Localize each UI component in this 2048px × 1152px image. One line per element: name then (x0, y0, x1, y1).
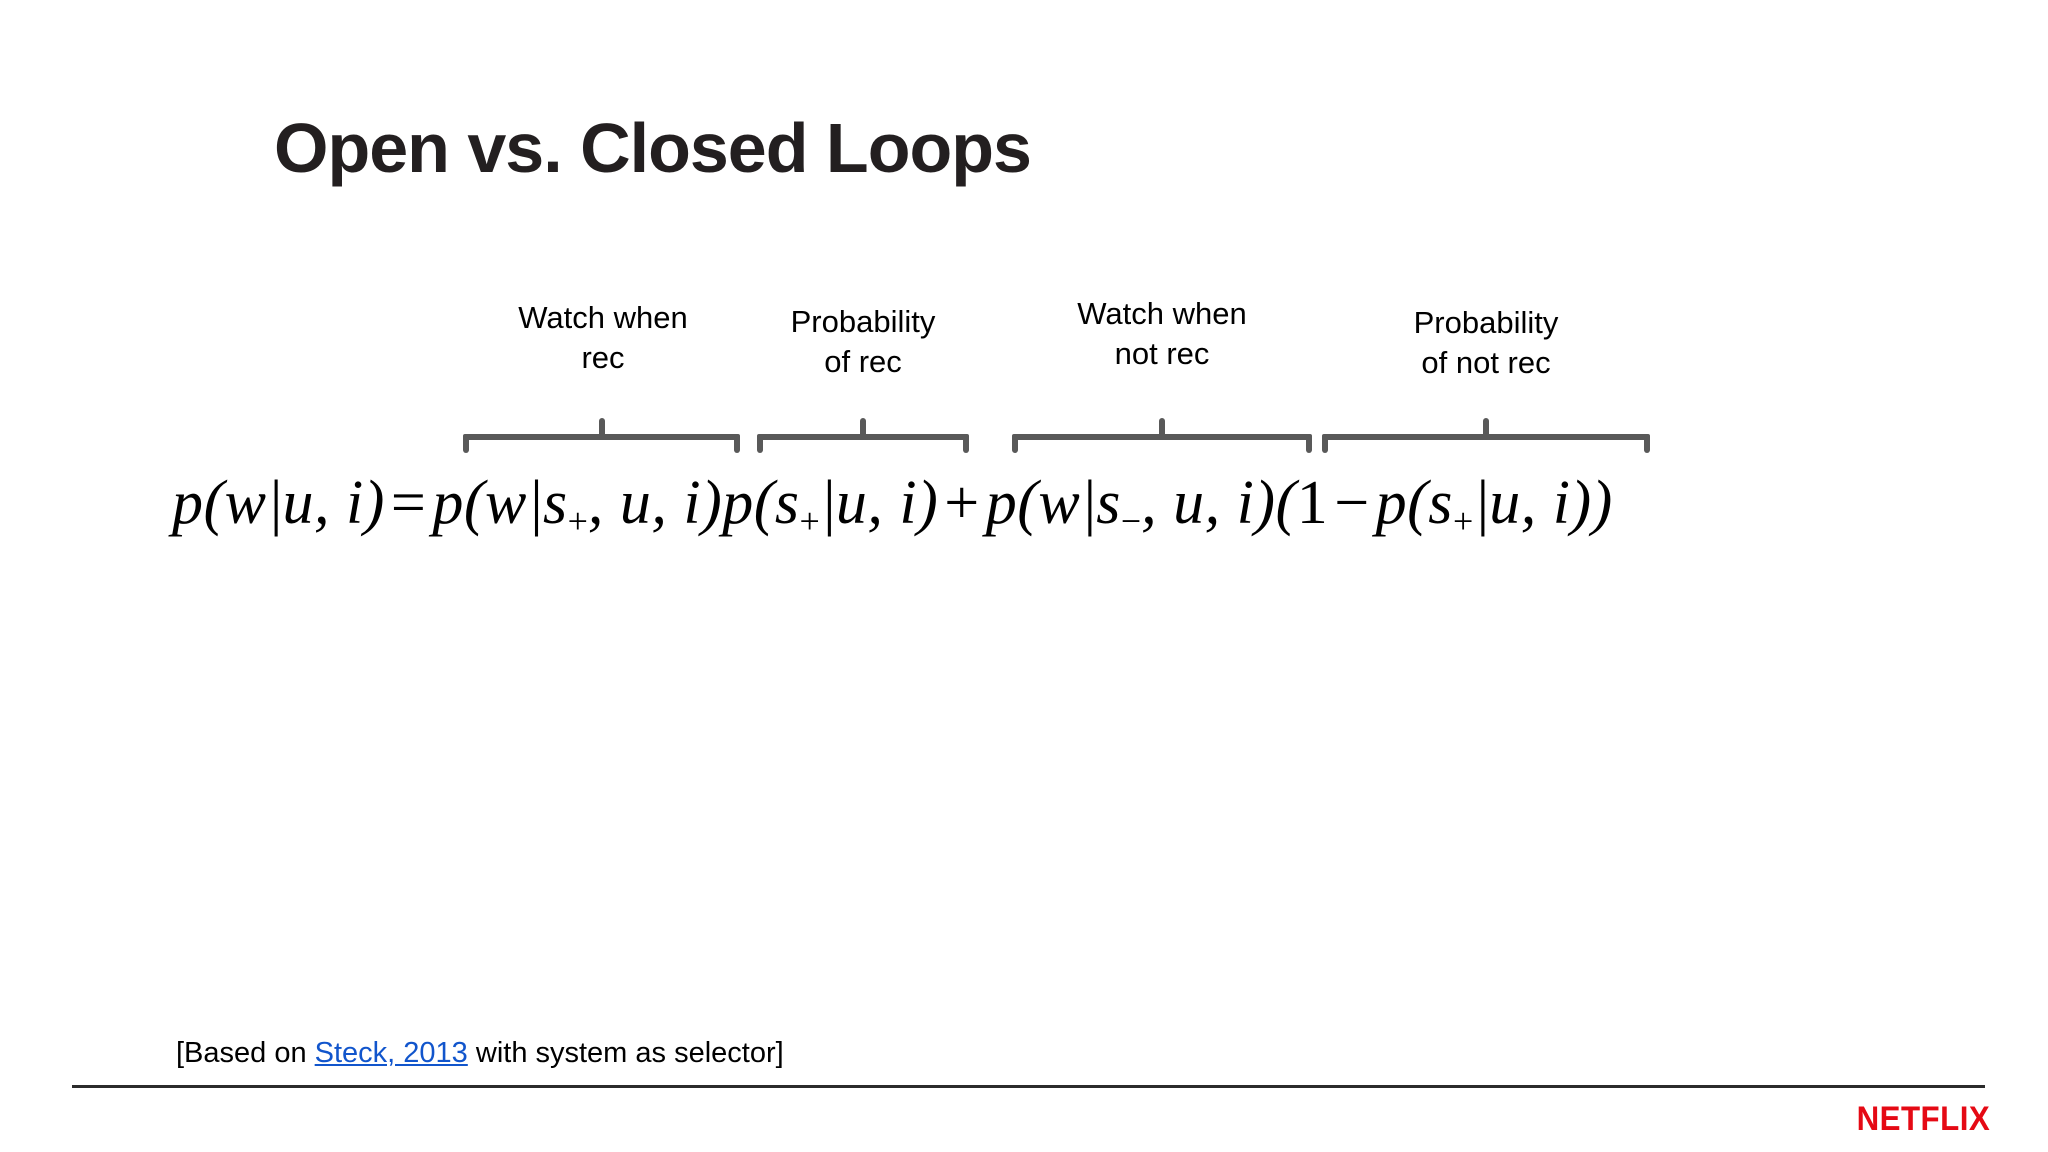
footnote-prefix: [Based on (176, 1037, 315, 1069)
formula-term-probability-of-not-rec: (1−p(s+|u, i)) (1275, 469, 1613, 542)
brace-tick (860, 418, 866, 438)
math-formula: p(w|u, i)=p(w|s+, u, i)p(s+|u, i)+p(w|s−… (172, 468, 1613, 542)
brace-probability-of-rec (757, 418, 969, 453)
annotation-label-watch-when-not-rec: Watch when not rec (1077, 296, 1247, 371)
footer-divider (72, 1085, 1985, 1088)
annotation-label-watch-when-rec: Watch when rec (518, 300, 688, 375)
brace-watch-when-rec (463, 418, 740, 453)
brace-tick (598, 418, 605, 438)
brace-leg-left (757, 436, 763, 453)
brace-tick (1483, 418, 1489, 438)
netflix-logo: NETFLIX (1856, 1100, 1990, 1138)
footnote-suffix: with system as selector] (467, 1037, 784, 1069)
formula-equals: = (390, 469, 427, 537)
page-title: Open vs. Closed Loops (274, 109, 1032, 187)
brace-probability-of-not-rec (1322, 418, 1650, 453)
formula-term-watch-when-rec: p(w|s+, u, i) (432, 469, 723, 542)
annotation-label-probability-of-not-rec: Probability of not rec (1413, 305, 1559, 380)
brace-leg-left (1322, 436, 1328, 453)
brace-watch-when-not-rec (1012, 418, 1312, 453)
formula-term-probability-of-rec: p(s+|u, i) (722, 469, 939, 542)
brace-leg-left (1012, 436, 1018, 453)
footnote: [Based on Steck, 2013 with system as sel… (176, 1037, 784, 1070)
brace-leg-right (1644, 436, 1650, 453)
brace-leg-right (734, 436, 740, 453)
annotation-label-probability-of-rec: Probability of rec (790, 304, 936, 379)
formula-term-watch-when-not-rec: p(w|s−, u, i) (985, 469, 1276, 542)
footnote-citation-link[interactable]: Steck, 2013 (314, 1037, 468, 1069)
formula-plus: + (944, 469, 980, 537)
brace-leg-right (1306, 436, 1312, 453)
brace-leg-left (463, 436, 469, 453)
brace-tick (1159, 418, 1165, 438)
brace-leg-right (963, 436, 969, 453)
formula-lhs: p(w|u, i) (172, 469, 385, 537)
